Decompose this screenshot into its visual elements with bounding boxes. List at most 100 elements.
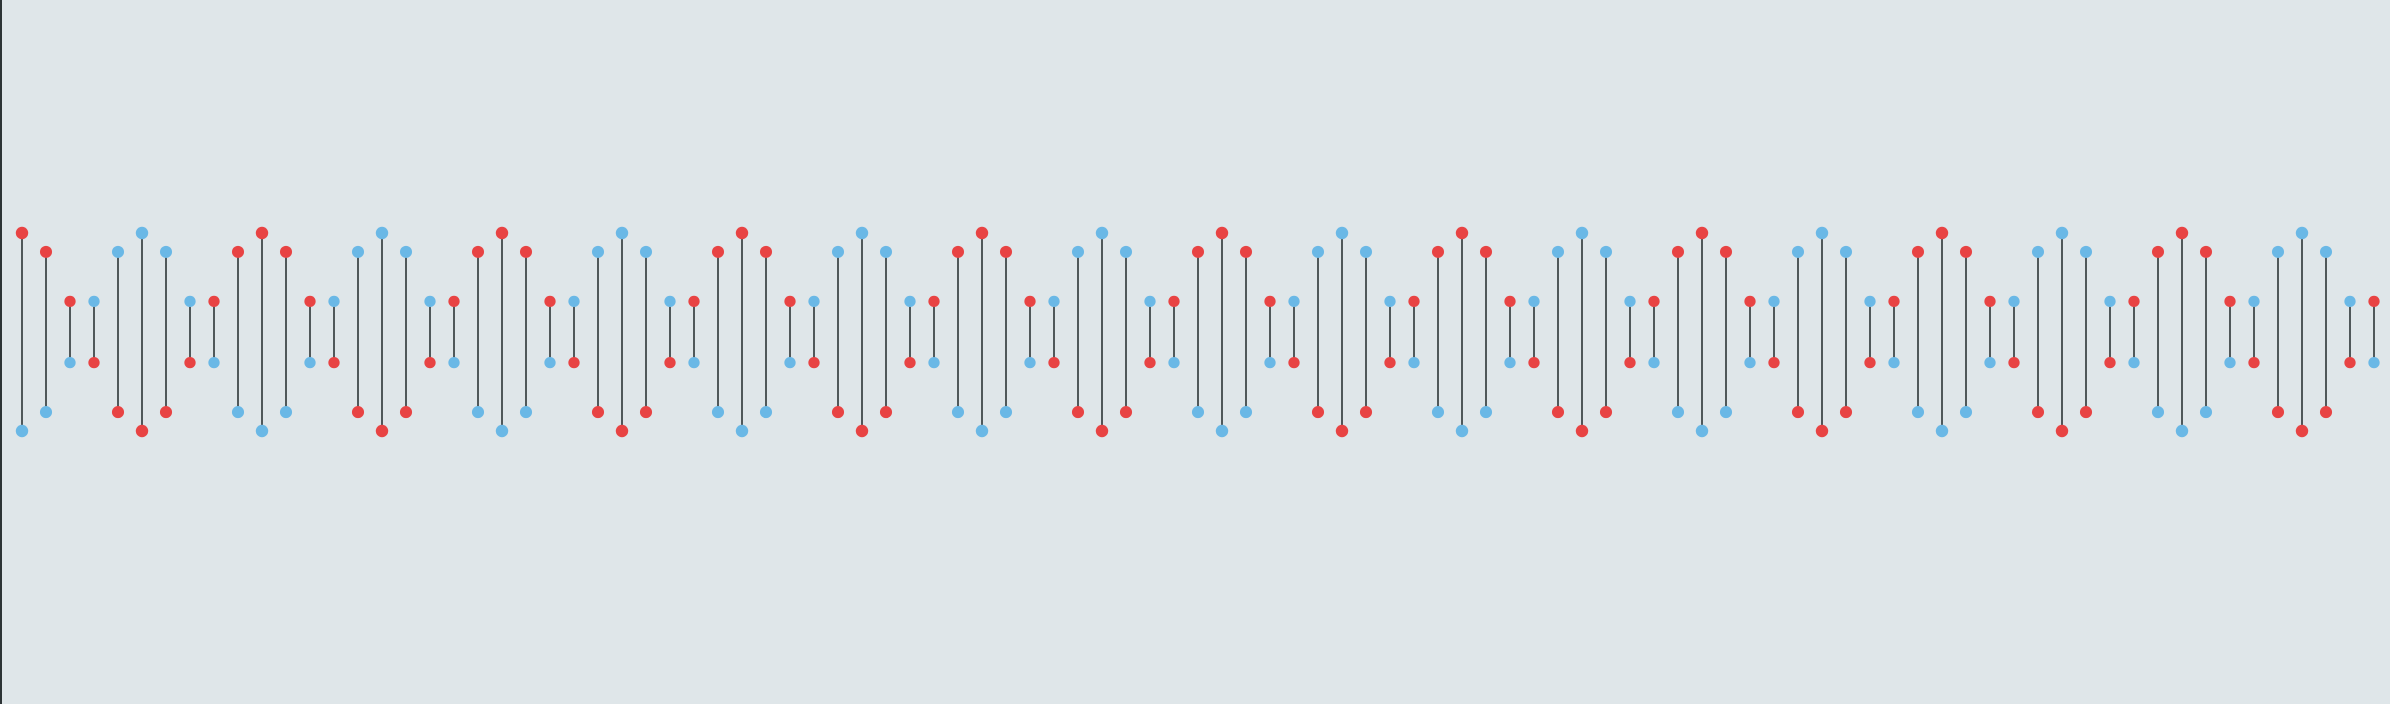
blue-strand-node (255, 424, 269, 438)
blue-strand-node (808, 295, 820, 308)
base-pair (2295, 226, 2309, 438)
base-pair (1431, 245, 1445, 419)
blue-strand-node (2055, 226, 2069, 240)
red-strand-node (2344, 356, 2356, 369)
blue-strand-node (615, 226, 629, 240)
base-pair (2248, 295, 2260, 369)
base-pair (1719, 245, 1733, 419)
base-pair (328, 295, 340, 369)
base-pair (2151, 245, 2165, 419)
red-strand-node (735, 226, 749, 240)
base-pair (15, 226, 29, 438)
blue-strand-node (2151, 406, 2165, 419)
blue-strand-node (591, 245, 605, 258)
red-strand-node (231, 245, 245, 258)
blue-strand-node (1791, 245, 1805, 258)
blue-strand-node (1048, 295, 1060, 308)
base-pair (1744, 295, 1756, 369)
blue-strand-node (1551, 245, 1565, 258)
red-strand-node (2031, 406, 2045, 419)
red-strand-node (928, 295, 940, 308)
blue-strand-node (1935, 424, 1949, 438)
red-strand-node (1264, 295, 1276, 308)
red-strand-node (1239, 245, 1253, 258)
red-strand-node (1024, 295, 1036, 308)
blue-strand-node (279, 406, 293, 419)
red-strand-node (2295, 424, 2309, 438)
blue-strand-node (711, 406, 725, 419)
red-strand-node (1455, 226, 1469, 240)
base-pair (279, 245, 293, 419)
blue-strand-node (784, 356, 796, 369)
base-pair (471, 245, 485, 419)
blue-strand-node (2079, 245, 2093, 258)
blue-strand-node (544, 356, 556, 369)
base-pair (208, 295, 220, 369)
base-pair (2104, 295, 2116, 369)
red-strand-node (1599, 406, 1613, 419)
blue-strand-node (2248, 295, 2260, 308)
red-strand-node (1624, 356, 1636, 369)
blue-strand-node (2104, 295, 2116, 308)
red-strand-node (2319, 406, 2333, 419)
base-pair (568, 295, 580, 369)
red-strand-node (304, 295, 316, 308)
blue-strand-node (399, 245, 413, 258)
red-strand-node (184, 356, 196, 369)
blue-strand-node (951, 406, 965, 419)
base-pair (1935, 226, 1949, 438)
blue-strand-node (135, 226, 149, 240)
red-strand-node (39, 245, 53, 258)
base-pair (1984, 295, 1996, 369)
red-strand-node (855, 424, 869, 438)
base-pair (928, 295, 940, 369)
red-strand-node (615, 424, 629, 438)
base-pair (1119, 245, 1133, 419)
blue-strand-node (88, 295, 100, 308)
blue-strand-node (1864, 295, 1876, 308)
blue-strand-node (231, 406, 245, 419)
base-pair (1839, 245, 1853, 419)
red-strand-node (1191, 245, 1205, 258)
base-pair (1575, 226, 1589, 438)
red-strand-node (135, 424, 149, 438)
blue-strand-node (999, 406, 1013, 419)
red-strand-node (1911, 245, 1925, 258)
red-strand-node (1864, 356, 1876, 369)
base-pair (88, 295, 100, 369)
blue-strand-node (2368, 356, 2380, 369)
blue-strand-node (15, 424, 29, 438)
base-pair (2368, 295, 2380, 369)
blue-strand-node (1528, 295, 1540, 308)
base-pair (1815, 226, 1829, 438)
base-pair (1528, 295, 1540, 369)
base-pair (2344, 295, 2356, 369)
base-pair (1335, 226, 1349, 438)
red-strand-node (1935, 226, 1949, 240)
red-strand-node (1431, 245, 1445, 258)
red-strand-node (1671, 245, 1685, 258)
blue-strand-node (1671, 406, 1685, 419)
blue-strand-node (111, 245, 125, 258)
red-strand-node (1071, 406, 1085, 419)
red-strand-node (688, 295, 700, 308)
base-pair (664, 295, 676, 369)
base-pair (1768, 295, 1780, 369)
blue-strand-node (855, 226, 869, 240)
red-strand-node (1119, 406, 1133, 419)
blue-strand-node (1119, 245, 1133, 258)
blue-strand-node (2319, 245, 2333, 258)
red-strand-node (1648, 295, 1660, 308)
red-strand-node (951, 245, 965, 258)
base-pair (1144, 295, 1156, 369)
base-pair (1624, 295, 1636, 369)
base-pair (639, 245, 653, 419)
base-pair (1264, 295, 1276, 369)
red-strand-node (2199, 245, 2213, 258)
red-strand-node (208, 295, 220, 308)
blue-strand-node (2008, 295, 2020, 308)
red-strand-node (399, 406, 413, 419)
blue-strand-node (1624, 295, 1636, 308)
blue-strand-node (2031, 245, 2045, 258)
blue-strand-node (1479, 406, 1493, 419)
